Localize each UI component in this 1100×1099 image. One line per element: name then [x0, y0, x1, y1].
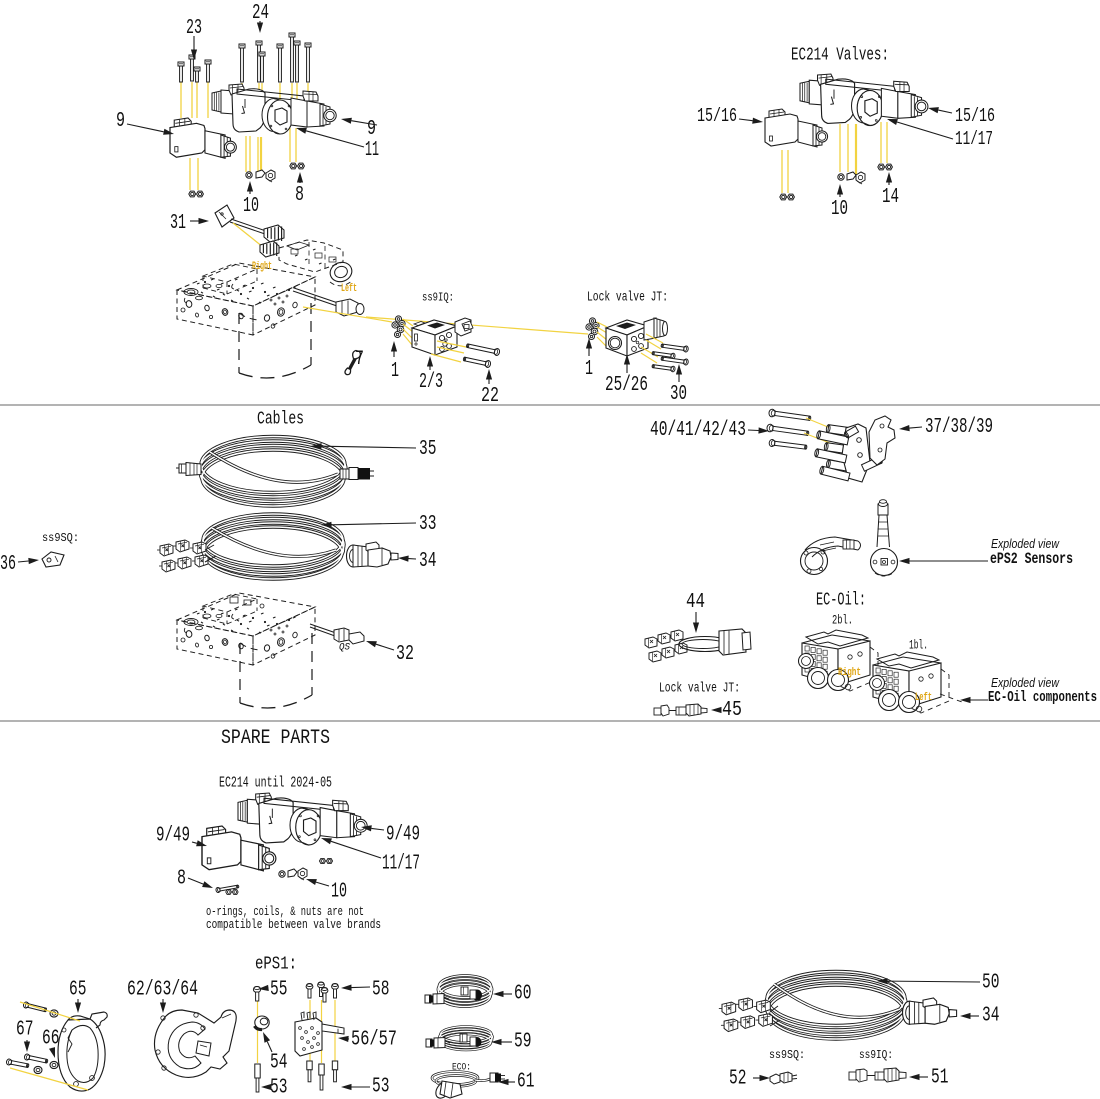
svg-text:ss9SQ:: ss9SQ: [42, 531, 79, 545]
svg-text:9/49: 9/49 [386, 824, 420, 847]
svg-text:35: 35 [419, 437, 437, 461]
svg-text:7: 7 [355, 348, 364, 371]
svg-text:55: 55 [270, 979, 288, 1002]
svg-text:53: 53 [372, 1076, 390, 1099]
svg-text:14: 14 [882, 185, 899, 209]
svg-text:31: 31 [170, 211, 186, 235]
svg-text:ss9IQ:: ss9IQ: [859, 1048, 893, 1062]
svg-text:10: 10 [243, 194, 259, 218]
svg-text:EC-Oil components: EC-Oil components [988, 689, 1097, 706]
svg-text:25/26: 25/26 [605, 373, 648, 397]
svg-text:54: 54 [270, 1052, 288, 1075]
svg-text:15/16: 15/16 [955, 105, 995, 127]
svg-text:11: 11 [365, 138, 379, 162]
svg-text:1: 1 [585, 357, 593, 381]
svg-text:1bl.: 1bl. [909, 638, 928, 653]
svg-text:32: 32 [396, 642, 414, 666]
svg-text:23: 23 [186, 16, 202, 40]
svg-text:ss9SQ:: ss9SQ: [769, 1048, 805, 1062]
svg-text:ePS1:: ePS1: [255, 954, 297, 974]
svg-text:53: 53 [270, 1077, 288, 1099]
svg-text:67: 67 [16, 1019, 34, 1042]
svg-text:1: 1 [391, 359, 399, 383]
svg-text:62/63/64: 62/63/64 [127, 979, 198, 1002]
svg-text:Right: Right [838, 667, 861, 679]
svg-text:SPARE PARTS: SPARE PARTS [221, 727, 330, 750]
svg-text:30: 30 [670, 382, 687, 406]
svg-text:Exploded view: Exploded view [991, 676, 1060, 690]
svg-text:34: 34 [419, 549, 437, 573]
svg-text:11/17: 11/17 [382, 853, 420, 876]
svg-text:51: 51 [931, 1067, 949, 1090]
svg-text:58: 58 [372, 979, 390, 1002]
svg-text:ECO:: ECO: [452, 1062, 471, 1073]
svg-text:40/41/42/43: 40/41/42/43 [650, 418, 746, 442]
svg-text:9: 9 [116, 109, 125, 133]
svg-text:15/16: 15/16 [697, 105, 737, 127]
svg-text:45: 45 [722, 698, 742, 722]
svg-text:66: 66 [42, 1028, 60, 1051]
svg-text:56/57: 56/57 [351, 1029, 397, 1052]
svg-text:9: 9 [367, 117, 376, 141]
svg-text:QS: QS [339, 642, 350, 653]
svg-text:60: 60 [514, 983, 532, 1006]
svg-text:Cables: Cables [257, 409, 304, 429]
svg-text:ss9IQ:: ss9IQ: [422, 292, 454, 305]
svg-text:Right: Right [252, 261, 272, 273]
svg-text:Left: Left [341, 283, 357, 295]
svg-text:34: 34 [982, 1005, 1000, 1028]
svg-text:Exploded view: Exploded view [991, 537, 1060, 551]
svg-text:Lock valve JT:: Lock valve JT: [659, 680, 740, 696]
svg-text:33: 33 [419, 512, 437, 536]
svg-text:24: 24 [252, 1, 269, 25]
svg-text:59: 59 [514, 1031, 532, 1054]
svg-text:44: 44 [686, 590, 705, 614]
svg-text:8: 8 [295, 183, 304, 207]
svg-text:9/49: 9/49 [156, 825, 190, 848]
svg-text:50: 50 [982, 972, 1000, 995]
svg-text:52: 52 [729, 1068, 747, 1091]
svg-text:EC214 until 2024-05: EC214 until 2024-05 [219, 776, 332, 792]
svg-text:2bl.: 2bl. [832, 613, 853, 628]
svg-text:10: 10 [831, 197, 848, 221]
svg-text:11/17: 11/17 [955, 128, 993, 150]
svg-text:61: 61 [517, 1071, 535, 1094]
svg-text:65: 65 [69, 979, 87, 1002]
svg-text:22: 22 [481, 384, 499, 408]
svg-text:ePS2 Sensors: ePS2 Sensors [990, 550, 1073, 568]
svg-text:8: 8 [177, 868, 186, 891]
svg-text:2/3: 2/3 [419, 370, 443, 394]
svg-text:EC214 Valves:: EC214 Valves: [791, 45, 889, 65]
svg-text:compatible between valve brand: compatible between valve brands [206, 918, 381, 932]
svg-text:36: 36 [0, 552, 16, 576]
svg-text:Lock valve JT:: Lock valve JT: [587, 289, 668, 305]
svg-text:o-rings, coils, & nuts are not: o-rings, coils, & nuts are not [206, 905, 364, 919]
svg-text:Left: Left [915, 692, 932, 704]
svg-text:10: 10 [331, 881, 347, 904]
svg-text:37/38/39: 37/38/39 [925, 415, 993, 439]
svg-text:EC-Oil:: EC-Oil: [816, 590, 866, 610]
